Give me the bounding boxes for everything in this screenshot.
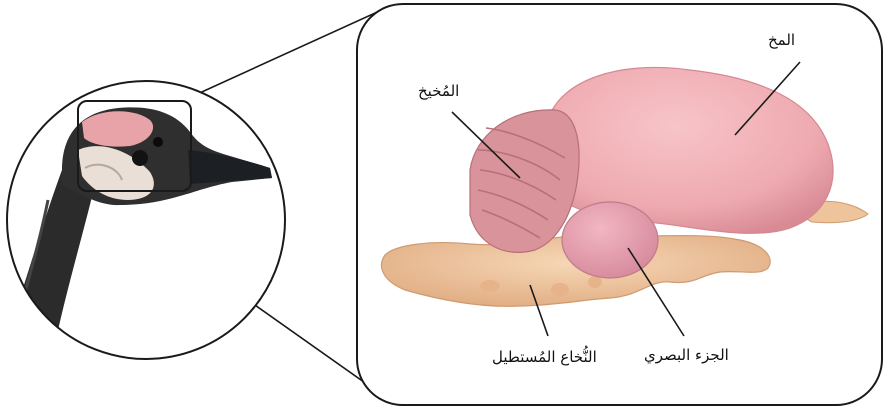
goose-circle [0, 81, 285, 380]
label-brain: المخ [768, 33, 795, 48]
label-medulla: النُّخاع المُستطيل [492, 350, 597, 365]
label-cerebellum: المُخيخ [418, 84, 459, 99]
label-optic-lobe: الجزء البصري [644, 348, 729, 363]
zoom-connector-top [182, 8, 386, 101]
optic-lobe-shape [562, 202, 658, 278]
